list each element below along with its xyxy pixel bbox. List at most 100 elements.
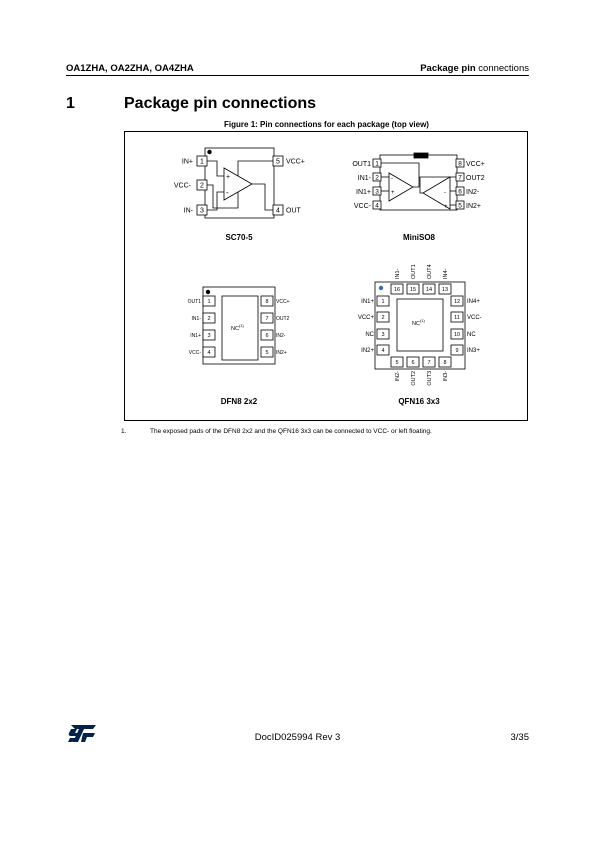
qfn16-pin-num-6: 6 bbox=[411, 360, 414, 366]
qfn16-pin-label-14: OUT4 bbox=[427, 264, 433, 279]
qfn16-pin-box-8 bbox=[438, 356, 452, 368]
qfn16-pin-num-13: 13 bbox=[442, 287, 448, 293]
sc70-pin-num-2: 2 bbox=[200, 183, 204, 190]
qfn16-pin-num-8: 8 bbox=[443, 360, 446, 366]
qfn16-pin-label-12: IN4+ bbox=[467, 299, 480, 305]
miniso8-opamp1-triangle bbox=[388, 172, 414, 202]
sc70-package-name: SC70-5 bbox=[225, 233, 253, 242]
dfn8-pin-box-7 bbox=[260, 312, 274, 324]
sc70-pin-num-5: 5 bbox=[276, 159, 280, 166]
sc70-minus-sign: - bbox=[226, 188, 229, 197]
st-logo-graphic bbox=[68, 725, 96, 742]
qfn16-pin-label-9: IN3+ bbox=[467, 348, 480, 354]
miniso8-package-name: MiniSO8 bbox=[403, 233, 436, 242]
qfn16-pin-box-11 bbox=[450, 311, 464, 323]
dfn8-package-name: DFN8 2x2 bbox=[221, 397, 258, 406]
pin1-marker bbox=[207, 149, 212, 155]
miniso8-opamp1-minus: - bbox=[391, 176, 393, 182]
note-text: The exposed pads of the DFN8 2x2 and the… bbox=[150, 428, 432, 435]
sc70-pin-num-1: 1 bbox=[200, 159, 204, 166]
qfn16-pin-box-15 bbox=[406, 283, 420, 295]
qfn16-pin-box-6 bbox=[406, 356, 420, 368]
sc70-plus-sign: + bbox=[226, 174, 230, 181]
dfn8-pin-box-8 bbox=[260, 295, 274, 307]
sc70-wire-in-plus bbox=[207, 160, 224, 177]
miniso8-wire-out2 bbox=[419, 176, 456, 194]
sc70-pin-num-4: 4 bbox=[276, 208, 280, 215]
dfn8-pin-num-3: 3 bbox=[207, 333, 210, 339]
qfn16-note-ref: (1) bbox=[420, 318, 426, 323]
header-section-rest: connections bbox=[475, 63, 529, 74]
sc70-pin-labels: IN+ VCC- IN- OUT VCC+ + - SC70-5 bbox=[174, 159, 305, 243]
sc70-body bbox=[204, 147, 275, 219]
sc70-wire-vcc-minus bbox=[207, 184, 239, 209]
st-logo-icon bbox=[66, 725, 96, 747]
dfn8-pin-label-2: IN1- bbox=[192, 316, 202, 322]
footer-page-number: 3/35 bbox=[510, 732, 530, 743]
qfn16-pin1-marker bbox=[378, 285, 384, 291]
qfn16-pin-label-4: IN2+ bbox=[361, 348, 374, 354]
miniso8-opamp1-plus: + bbox=[391, 190, 395, 196]
qfn16-pin-box-16 bbox=[390, 283, 404, 295]
qfn16-pin-label-6: OUT2 bbox=[411, 371, 417, 386]
miniso8-pin-num-4: 4 bbox=[375, 203, 379, 210]
miniso8-pin-label-5: IN2+ bbox=[466, 203, 481, 210]
miniso8-pin-num-1: 1 bbox=[375, 161, 379, 168]
miniso8-pin-label-1: OUT1 bbox=[352, 161, 371, 168]
sc70-pin-label-4: OUT bbox=[286, 208, 302, 215]
qfn16-pin-numbers: 1 2 3 4 5 6 7 8 9 10 11 12 13 14 15 16 bbox=[381, 287, 460, 366]
miniso8-opamp2-plus: + bbox=[444, 204, 448, 210]
miniso8-notch bbox=[413, 152, 429, 159]
sc70-wire-vcc-plus bbox=[237, 160, 273, 176]
header-section: Package pin connections bbox=[420, 63, 529, 74]
dfn8-pin-num-2: 2 bbox=[207, 316, 210, 322]
dfn8-pin-labels: OUT1 IN1- IN1+ VCC- IN2+ IN2- OUT2 VCC+ … bbox=[188, 299, 290, 406]
qfn16-pin-label-11: VCC- bbox=[467, 315, 482, 321]
dfn8-pin-num-4: 4 bbox=[207, 350, 210, 356]
header-section-bold: Package pin bbox=[420, 63, 476, 74]
dfn8-pin-num-8: 8 bbox=[265, 299, 268, 305]
miniso8-package bbox=[372, 152, 465, 211]
qfn16-pin-label-1: IN1+ bbox=[361, 299, 374, 305]
dfn8-exposed-pad bbox=[221, 295, 259, 361]
dfn8-pin-label-3: IN1+ bbox=[190, 333, 201, 339]
miniso8-opamp2-minus: - bbox=[444, 190, 446, 196]
qfn16-pin-box-2 bbox=[376, 311, 390, 323]
miniso8-pin-label-6: IN2- bbox=[466, 189, 480, 196]
qfn16-pin-label-2: VCC+ bbox=[358, 315, 375, 321]
dfn8-pin-numbers: 1 2 3 4 5 6 7 8 bbox=[207, 299, 268, 356]
qfn16-pin-label-13: IN4- bbox=[443, 268, 449, 279]
header-part-numbers: OA1ZHA, OA2ZHA, OA4ZHA bbox=[66, 63, 194, 74]
miniso8-pin-label-7: OUT2 bbox=[466, 175, 485, 182]
qfn16-pin-box-7 bbox=[422, 356, 436, 368]
dfn8-pin-num-1: 1 bbox=[207, 299, 210, 305]
miniso8-pin-num-3: 3 bbox=[375, 189, 379, 196]
qfn16-pin-box-10 bbox=[450, 328, 464, 340]
sc70-wire-out bbox=[252, 183, 273, 211]
qfn16-pin-num-16: 16 bbox=[394, 287, 400, 293]
dfn8-body bbox=[202, 286, 276, 365]
qfn16-package bbox=[374, 281, 466, 370]
miniso8-pin-label-4: VCC- bbox=[354, 203, 372, 210]
dfn8-pin-box-5 bbox=[260, 346, 274, 358]
qfn16-pin-num-7: 7 bbox=[427, 360, 430, 366]
qfn16-pin-label-3: NC bbox=[365, 332, 374, 338]
dfn8-pin-box-1 bbox=[202, 295, 216, 307]
qfn16-pin-box-1 bbox=[376, 295, 390, 307]
sc70-pin-num-3: 3 bbox=[200, 208, 204, 215]
miniso8-pin-box-4 bbox=[372, 200, 382, 210]
section-title: Package pin connections bbox=[124, 95, 317, 112]
qfn16-pin-label-7: OUT3 bbox=[427, 371, 433, 386]
qfn16-pin-num-15: 15 bbox=[410, 287, 416, 293]
miniso8-pin-label-2: IN1- bbox=[358, 175, 372, 182]
dfn8-pin1-marker bbox=[205, 289, 211, 295]
miniso8-opamp2-triangle bbox=[422, 176, 451, 210]
dfn8-pin-num-6: 6 bbox=[265, 333, 268, 339]
qfn16-pin-box-9 bbox=[450, 344, 464, 356]
qfn16-pin-num-2: 2 bbox=[381, 315, 384, 321]
sc70-pin-label-3: IN- bbox=[184, 208, 194, 215]
miniso8-pin-labels: OUT1 IN1- IN1+ VCC- IN2+ IN2- OUT2 VCC+ … bbox=[352, 161, 485, 242]
note-number: 1. bbox=[121, 428, 127, 435]
dfn8-pin-box-6 bbox=[260, 329, 274, 341]
pinout-diagram: 1 2 3 4 5 IN+ VCC- IN- OUT VCC+ + - SC70… bbox=[174, 147, 485, 406]
